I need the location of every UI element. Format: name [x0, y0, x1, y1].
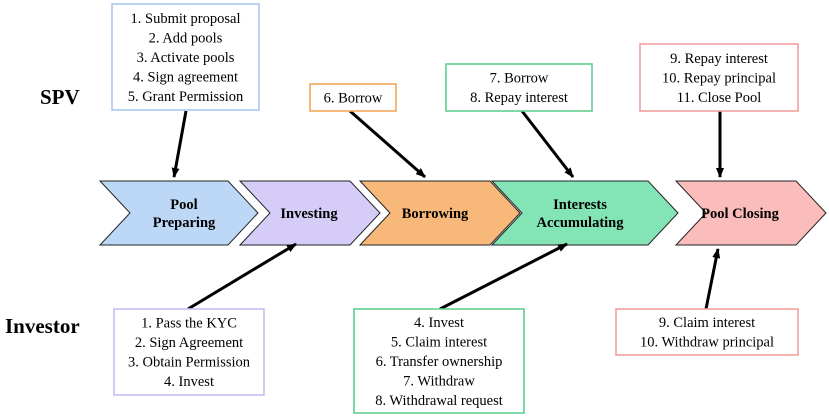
- spv-step-box: [445, 63, 593, 112]
- stage-chevron: [358, 180, 521, 246]
- stage-chevron: [490, 180, 679, 246]
- step-text: 9. Claim interest: [659, 315, 755, 331]
- stage-label: Pool Closing: [701, 206, 779, 222]
- connector-arrow: [187, 242, 297, 311]
- investor-step-box: [353, 308, 525, 414]
- step-text: 4. Sign agreement: [133, 69, 238, 85]
- step-text: 2. Add pools: [149, 30, 223, 46]
- stage-label: Interests: [553, 197, 607, 213]
- step-text: 9. Repay interest: [670, 51, 768, 67]
- stage-chevron: [238, 180, 381, 246]
- step-text: 1. Pass the KYC: [141, 316, 237, 332]
- connector-arrow: [439, 242, 568, 311]
- step-text: 7. Withdraw: [403, 373, 475, 389]
- investor-row-label: Investor: [5, 314, 80, 338]
- connector-arrow: [349, 109, 426, 179]
- step-text: 8. Repay interest: [470, 90, 568, 106]
- step-text: 2. Sign Agreement: [135, 335, 243, 351]
- stage-chevron: [98, 180, 259, 246]
- connector-arrow: [704, 248, 721, 310]
- step-text: 10. Repay principal: [662, 70, 776, 86]
- step-text: 8. Withdrawal request: [375, 393, 503, 409]
- investor-step-box: [615, 308, 799, 356]
- stage-label: Accumulating: [537, 215, 625, 231]
- spv-step-box: [111, 3, 260, 111]
- step-text: 4. Invest: [164, 374, 214, 390]
- stage-chevron: [674, 180, 827, 246]
- connector-arrow: [171, 110, 188, 178]
- investor-step-box: [113, 308, 265, 396]
- step-text: 3. Activate pools: [137, 50, 235, 66]
- stage-label: Investing: [280, 206, 338, 222]
- step-text: 3. Obtain Permission: [128, 355, 251, 371]
- step-text: 5. Claim interest: [391, 334, 487, 350]
- spv-step-box: [309, 83, 397, 112]
- step-text: 6. Transfer ownership: [376, 354, 503, 370]
- connector-arrow: [520, 110, 575, 178]
- connector-arrows: [171, 109, 724, 311]
- stage-label: Pool: [170, 197, 197, 213]
- step-text: 5. Grant Permission: [128, 89, 244, 105]
- step-text: 1. Submit proposal: [131, 11, 241, 27]
- step-text: 11. Close Pool: [677, 90, 761, 106]
- step-text: 4. Invest: [414, 315, 464, 331]
- stage-label: Preparing: [153, 215, 216, 231]
- step-boxes: 1. Submit proposal 2. Add pools 3. Activat…: [111, 3, 799, 414]
- stage-label: Borrowing: [402, 206, 469, 222]
- step-text: 10. Withdraw principal: [640, 335, 774, 351]
- spv-step-box: [639, 43, 799, 112]
- step-text: 6. Borrow: [324, 90, 383, 106]
- step-text: 7. Borrow: [490, 71, 549, 87]
- spv-row-label: SPV: [40, 85, 80, 109]
